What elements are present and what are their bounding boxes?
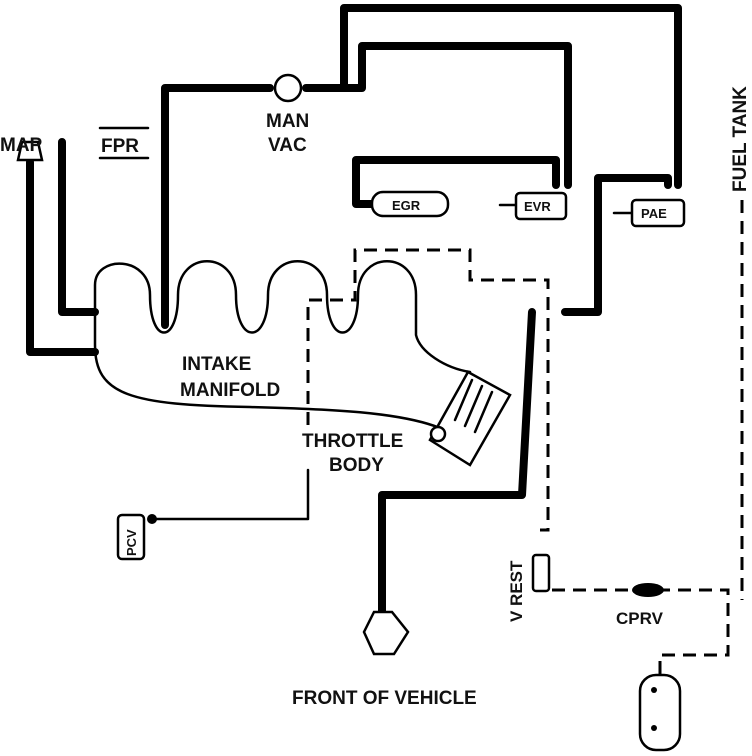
label-man: MAN bbox=[266, 111, 309, 132]
pae-box bbox=[630, 198, 686, 228]
label-vac: VAC bbox=[268, 135, 307, 156]
intake-manifold-outline bbox=[93, 260, 472, 430]
label-fpr: FPR bbox=[101, 136, 139, 157]
hose-man-vac-right bbox=[302, 4, 682, 189]
label-manifold: MANIFOLD bbox=[180, 380, 280, 401]
fpr-regulator bbox=[98, 126, 150, 160]
label-cprv: CPRV bbox=[616, 609, 664, 628]
hose-map bbox=[26, 158, 99, 356]
label-map: MAP bbox=[0, 135, 43, 156]
label-fuel-tank: FUEL TANK bbox=[730, 86, 751, 192]
dashed-hose-throttle bbox=[306, 248, 550, 532]
label-v-rest: V REST bbox=[507, 560, 526, 622]
label-evr: EVR bbox=[524, 199, 551, 214]
hose-evr bbox=[334, 42, 572, 189]
front-vacuum-fitting bbox=[362, 610, 410, 656]
cprv-valve bbox=[632, 583, 664, 597]
man-vac-fitting bbox=[273, 73, 303, 103]
hose-pae bbox=[561, 174, 672, 316]
pcv-valve bbox=[116, 513, 146, 561]
pcv-connector bbox=[147, 514, 157, 524]
line-pcv bbox=[153, 468, 310, 521]
label-body: BODY bbox=[329, 455, 384, 476]
label-front-of-vehicle: FRONT OF VEHICLE bbox=[292, 688, 477, 709]
hose-egr bbox=[352, 156, 560, 208]
hose-fpr bbox=[58, 138, 99, 316]
label-egr: EGR bbox=[392, 198, 421, 213]
label-pcv: PCV bbox=[124, 529, 139, 556]
throttle-body bbox=[428, 370, 512, 467]
label-intake: INTAKE bbox=[182, 354, 251, 375]
v-rest-valve bbox=[531, 553, 551, 593]
hose-front bbox=[378, 308, 536, 616]
hose-man-vac-left bbox=[161, 84, 274, 329]
dashed-hose-cprv bbox=[552, 588, 730, 675]
evr-box bbox=[514, 191, 568, 221]
fuel-canister bbox=[638, 673, 682, 752]
label-pae: PAE bbox=[641, 206, 667, 221]
map-sensor bbox=[16, 140, 44, 162]
label-throttle: THROTTLE bbox=[302, 431, 403, 452]
egr-box bbox=[370, 190, 450, 218]
